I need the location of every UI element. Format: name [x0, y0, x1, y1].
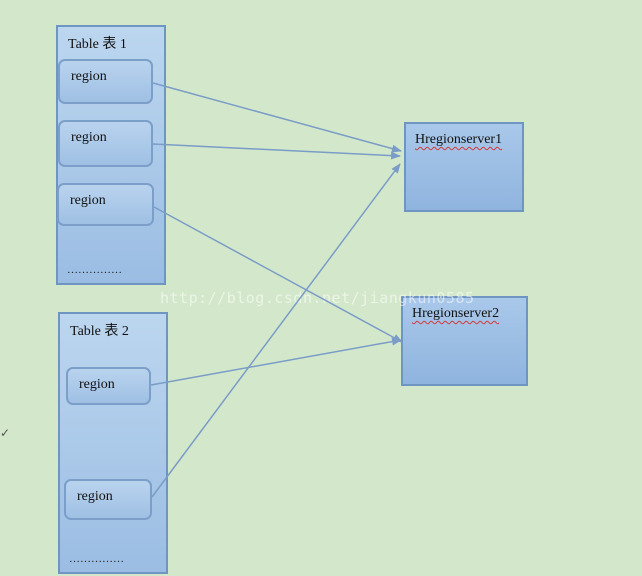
arrow-t1r3-to-server2 — [153, 206, 403, 343]
table-1-title: Table 表 1 — [68, 37, 127, 52]
hregionserver-2-box: Hregionserver2 — [401, 296, 528, 386]
arrow-t2r2-to-server1 — [151, 163, 401, 498]
watermark-url: http://blog.csdn.net/jiangkun0585 — [160, 289, 475, 307]
table-1-region-2: region — [58, 120, 153, 167]
table-1-region-1: region — [58, 59, 153, 104]
hregionserver-1-box: Hregionserver1 — [404, 122, 524, 212]
table-1-region-3: region — [57, 183, 154, 226]
table-2-region-2: region — [64, 479, 152, 520]
hregionserver-1-label: Hregionserver1 — [415, 132, 503, 147]
arrow-t1r2-to-server1 — [152, 143, 401, 160]
table-2-title: Table 表 2 — [70, 324, 129, 339]
arrow-t2r1-to-server2 — [150, 337, 402, 386]
table-2-box — [58, 312, 168, 574]
table-1-ellipsis: …………… — [67, 264, 122, 276]
table-2-region-1: region — [66, 367, 151, 405]
table-2-ellipsis: …………… — [69, 553, 124, 565]
hregionserver-2-label: Hregionserver2 — [412, 306, 500, 321]
arrow-t1r1-to-server1 — [152, 82, 402, 153]
edge-mark: ✓ — [0, 426, 11, 440]
